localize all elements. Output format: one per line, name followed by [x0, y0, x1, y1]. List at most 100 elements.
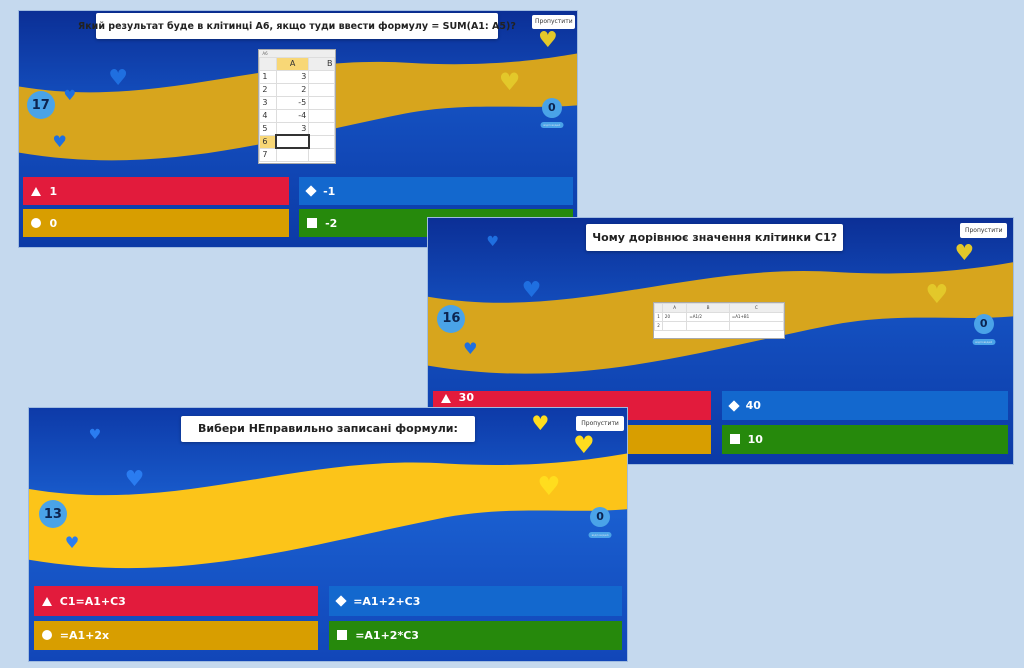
row-number: 2 [259, 82, 277, 97]
skip-button[interactable]: Пропустити [532, 14, 576, 29]
row-number: 1 [259, 69, 277, 84]
triangle-icon [41, 596, 52, 606]
row-number: 6 [259, 134, 277, 149]
column-header: B [686, 302, 730, 313]
heart-icon: ♥ [486, 234, 500, 251]
answers-count: 0 [541, 97, 562, 118]
square-icon [307, 218, 318, 229]
quiz-slide-2: ♥ ♥ ♥ ♥ ♥ Чому дорівнює значення клітинк… [427, 217, 1014, 465]
row-number: 7 [259, 147, 277, 162]
cell: 3 [275, 69, 310, 84]
timer: 13 [38, 500, 67, 529]
question-title: Чому дорівнює значення клітинки С1? [585, 224, 844, 252]
answer-text: 30 [458, 391, 474, 405]
heart-icon: ♥ [63, 87, 77, 104]
heart-icon: ♥ [52, 131, 67, 151]
answer-option-2[interactable]: 40 [721, 391, 1009, 421]
answer-option-1[interactable]: C1=A1+C3 [33, 586, 318, 617]
cell: 2 [275, 82, 310, 97]
answer-text: =A1+2x [59, 628, 110, 642]
cell: =A1+B1 [728, 311, 784, 322]
answer-option-2[interactable]: =A1+2+C3 [329, 586, 623, 617]
row-number: 2 [654, 320, 663, 331]
answer-text: 40 [745, 399, 761, 413]
skip-button[interactable]: Пропустити [960, 222, 1008, 238]
sheet-row: 2 [654, 320, 784, 331]
answers-count: 0 [590, 506, 611, 527]
column-header: A [275, 56, 310, 71]
wave-background [29, 453, 627, 569]
question-title: Який результат буде в клітинці А6, якщо … [78, 13, 516, 40]
answer-text: -1 [323, 184, 336, 198]
answers-count-label: відповідей [540, 121, 564, 128]
row-number: 3 [259, 95, 277, 110]
name-box: A6 [259, 49, 336, 57]
sheet-row: 4-4 [259, 108, 336, 123]
triangle-icon [31, 186, 42, 196]
answer-text: =A1+2*C3 [355, 628, 419, 642]
sheet-row: 3-5 [259, 95, 336, 110]
quiz-slide-3: ♥ ♥ ♥ ♥ ♥ ♥ Вибери НЕправильно записані … [28, 407, 628, 662]
row-number: 5 [259, 121, 277, 136]
answer-text: 10 [747, 432, 763, 446]
answer-option-3[interactable]: 0 [23, 209, 289, 238]
quiz-slide-1: ♥ ♥ ♥ ♥ ♥ Який результат буде в клітинці… [18, 10, 578, 248]
heart-icon: ♥ [88, 427, 102, 444]
answers-count-label: відповідей [972, 338, 996, 345]
heart-icon: ♥ [124, 466, 145, 492]
heart-icon: ♥ [925, 279, 949, 310]
answer-text: =A1+2+C3 [353, 594, 421, 608]
circle-icon [41, 630, 52, 641]
answers-count: 0 [973, 313, 994, 334]
heart-icon: ♥ [463, 339, 478, 358]
heart-icon: ♥ [498, 68, 521, 96]
heart-icon: ♥ [954, 240, 975, 266]
answer-option-1[interactable]: 1 [23, 177, 289, 206]
cell: 20 [661, 311, 688, 322]
row-number: 1 [654, 311, 663, 322]
timer: 17 [26, 91, 55, 120]
answer-text: C1=A1+C3 [59, 594, 126, 608]
heart-icon: ♥ [531, 411, 550, 436]
answer-option-4[interactable]: =A1+2*C3 [329, 620, 623, 651]
heart-icon: ♥ [573, 431, 595, 460]
cell: 3 [275, 121, 310, 136]
row-number: 4 [259, 108, 277, 123]
answer-option-4[interactable]: 10 [721, 424, 1009, 454]
cell: =A1/2 [686, 311, 730, 322]
answer-option-2[interactable]: -1 [299, 177, 573, 206]
cell-a6 [275, 134, 310, 150]
question-title: Вибери НЕправильно записані формули: [181, 415, 475, 443]
triangle-icon [440, 394, 451, 404]
square-icon [729, 434, 740, 445]
column-header: C [728, 302, 784, 313]
answer-text: -2 [325, 216, 338, 230]
answer-text: 0 [49, 216, 58, 230]
heart-icon: ♥ [537, 27, 558, 53]
answer-option-3[interactable]: =A1+2x [33, 620, 318, 651]
diamond-icon [727, 400, 740, 412]
column-header: A [661, 302, 688, 313]
circle-icon [31, 218, 42, 229]
heart-icon: ♥ [521, 277, 542, 303]
cell: -5 [275, 95, 310, 110]
skip-button[interactable]: Пропустити [576, 415, 624, 431]
answers-count-label: відповідей [588, 531, 612, 538]
square-icon [337, 630, 348, 641]
heart-icon: ♥ [108, 65, 128, 91]
diamond-icon [335, 595, 347, 607]
cell: -4 [275, 108, 310, 123]
heart-icon: ♥ [64, 532, 80, 552]
timer: 16 [437, 304, 466, 333]
diamond-icon [305, 185, 317, 197]
sheet-row: 6 [259, 134, 336, 150]
answer-text: 1 [49, 184, 58, 198]
column-header: B [308, 56, 336, 71]
sheet-row: 7 [259, 147, 336, 162]
